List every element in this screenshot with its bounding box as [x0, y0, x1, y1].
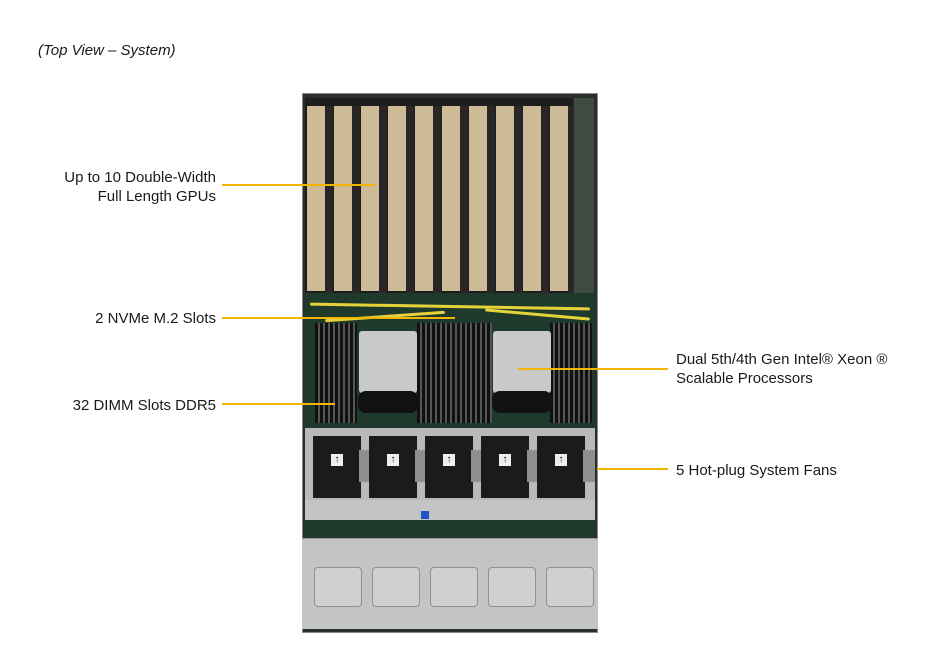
- dimm-slots: [315, 323, 357, 423]
- leader-line-fans: [597, 468, 668, 470]
- cpu-heatsink: [359, 331, 417, 393]
- gpu-bracket: [514, 106, 522, 293]
- system-fan: ↑: [537, 436, 585, 498]
- gpu-bracket: [325, 106, 333, 293]
- callout-cpu-line1: Dual 5th/4th Gen Intel® Xeon ®: [676, 351, 888, 368]
- front-vent-panel: [546, 567, 594, 607]
- fan-clip: [583, 450, 595, 482]
- gpu-card: [334, 106, 361, 293]
- gpu-shroud: [523, 106, 541, 291]
- leader-line-nvme: [222, 317, 455, 319]
- leader-line-gpus: [222, 184, 375, 186]
- gpu-bracket: [379, 106, 387, 293]
- gpu-card: [307, 106, 334, 293]
- cpu-heatsink: [493, 331, 551, 393]
- gpu-bracket: [568, 106, 576, 293]
- power-cable: [309, 302, 591, 311]
- airflow-arrow-icon: ↑: [499, 454, 511, 466]
- gpu-bracket: [487, 106, 495, 293]
- gpu-card: [442, 106, 469, 293]
- dimm-slots: [550, 323, 592, 423]
- fan-clip: [471, 450, 483, 482]
- front-vent-panel: [488, 567, 536, 607]
- gpu-shroud: [388, 106, 406, 291]
- fan-clip: [415, 450, 427, 482]
- side-rail: [574, 98, 594, 294]
- callout-gpus: Up to 10 Double-Width Full Length GPUs: [20, 168, 216, 206]
- gpu-shroud: [469, 106, 487, 291]
- airflow-arrow-icon: ↑: [331, 454, 343, 466]
- front-panel: [302, 538, 598, 629]
- gpu-shroud: [415, 106, 433, 291]
- system-fan: ↑: [313, 436, 361, 498]
- airflow-arrow-icon: ↑: [387, 454, 399, 466]
- gpu-bracket: [541, 106, 549, 293]
- fan-bracket: [305, 500, 595, 520]
- leader-line-cpu: [518, 368, 668, 370]
- gpu-shroud: [307, 106, 325, 291]
- gpu-card: [469, 106, 496, 293]
- cpu-fan: [492, 391, 552, 413]
- callout-cpu-line2: Scalable Processors: [676, 370, 813, 387]
- front-vent-panel: [372, 567, 420, 607]
- callout-nvme: 2 NVMe M.2 Slots: [95, 310, 216, 327]
- view-caption: (Top View – System): [38, 42, 176, 59]
- backplane-pcb: [305, 520, 595, 538]
- fan-clip: [359, 450, 371, 482]
- gpu-bracket: [406, 106, 414, 293]
- callout-gpus-line1: Up to 10 Double-Width: [64, 169, 216, 186]
- gpu-card: [496, 106, 523, 293]
- gpu-card: [415, 106, 442, 293]
- fan-tray: ↑ ↑ ↑ ↑ ↑: [305, 428, 595, 500]
- system-fan: ↑: [425, 436, 473, 498]
- system-fan: ↑: [481, 436, 529, 498]
- gpu-bracket: [352, 106, 360, 293]
- cpu-fan: [358, 391, 418, 413]
- fan-clip: [527, 450, 539, 482]
- gpu-card: [388, 106, 415, 293]
- gpu-shroud: [550, 106, 568, 291]
- blue-latch: [421, 511, 429, 519]
- gpu-shroud: [361, 106, 379, 291]
- motherboard: [305, 293, 595, 428]
- gpu-card: [361, 106, 388, 293]
- gpu-bracket: [460, 106, 468, 293]
- callout-gpus-line2: Full Length GPUs: [97, 188, 216, 205]
- system-fan: ↑: [369, 436, 417, 498]
- airflow-arrow-icon: ↑: [555, 454, 567, 466]
- gpu-card: [523, 106, 550, 293]
- callout-dimm: 32 DIMM Slots DDR5: [72, 397, 216, 414]
- airflow-arrow-icon: ↑: [443, 454, 455, 466]
- dimm-slots: [417, 323, 492, 423]
- gpu-shroud: [442, 106, 460, 291]
- front-vent-panel: [314, 567, 362, 607]
- callout-cpu: Dual 5th/4th Gen Intel® Xeon ® Scalable …: [676, 350, 887, 388]
- power-cable: [485, 308, 590, 321]
- gpu-card: [550, 106, 577, 293]
- callout-fans: 5 Hot-plug System Fans: [676, 462, 837, 479]
- gpu-bay: [305, 98, 576, 294]
- gpu-shroud: [334, 106, 352, 291]
- leader-line-dimm: [222, 403, 335, 405]
- gpu-shroud: [496, 106, 514, 291]
- gpu-bracket: [433, 106, 441, 293]
- front-vent-panel: [430, 567, 478, 607]
